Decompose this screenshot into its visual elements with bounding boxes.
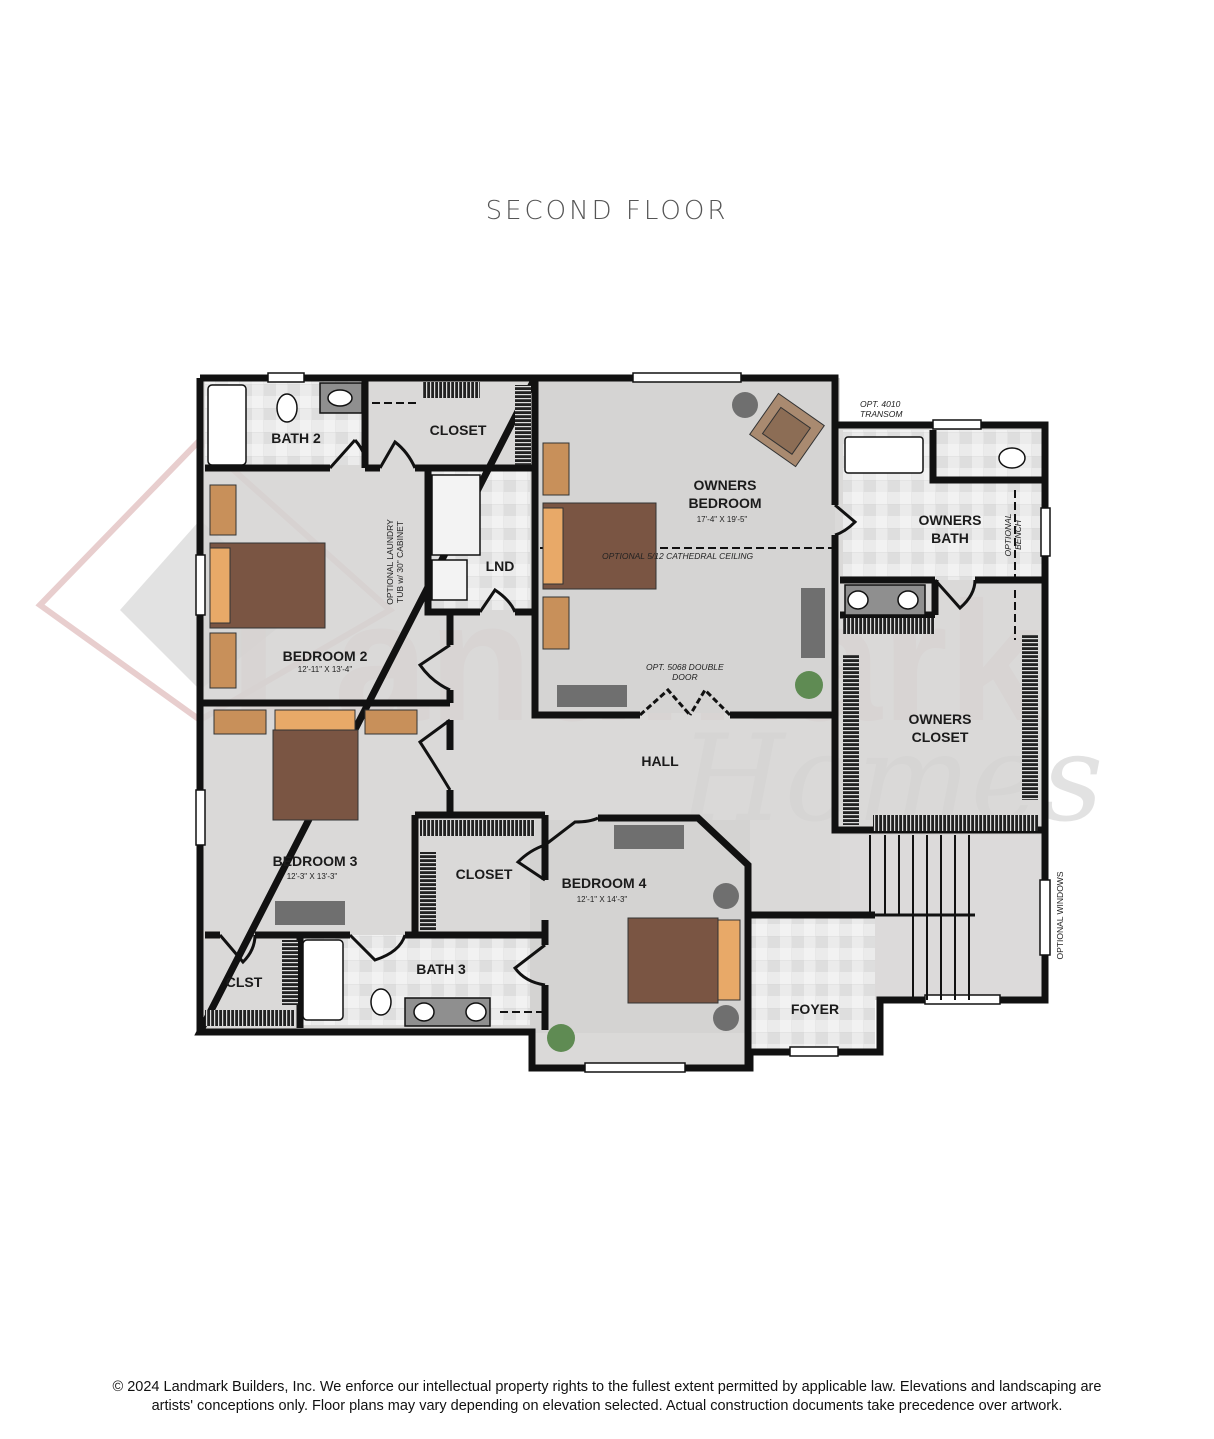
page-title: SECOND FLOOR xyxy=(485,196,729,226)
room-label-lnd: LND xyxy=(485,558,515,574)
footer-line-1: © 2024 Landmark Builders, Inc. We enforc… xyxy=(112,1379,1102,1395)
note-cathedral-ceiling: OPTIONAL 5/12 CATHEDRAL CEILING xyxy=(602,551,754,561)
room-label-bedroom3: BEDROOM 3 xyxy=(272,853,358,869)
stairs xyxy=(750,835,975,1000)
room-label-bedroom2: BEDROOM 2 xyxy=(282,648,368,664)
note-optional-bench: OPTIONAL BENCH xyxy=(1003,513,1023,557)
room-label-owners-closet-l2: CLOSET xyxy=(911,729,969,745)
walls xyxy=(194,374,1049,1072)
room-label-bath2: BATH 2 xyxy=(271,430,321,446)
room-label-owners-bath-l2: BATH xyxy=(931,530,969,546)
note-optional-windows: OPTIONAL WINDOWS xyxy=(1055,871,1065,960)
footer-line-2: artists' conceptions only. Floor plans m… xyxy=(151,1398,1063,1414)
room-label-closet-upper: CLOSET xyxy=(429,422,487,438)
dim-bedroom4: 12'-1" X 14'-3" xyxy=(576,895,628,904)
room-label-hall: HALL xyxy=(641,753,679,769)
room-label-owners-bath-l1: OWNERS xyxy=(918,512,982,528)
dim-bedroom2: 12'-11" X 13'-4" xyxy=(297,665,353,674)
room-label-owners-closet-l1: OWNERS xyxy=(908,711,972,727)
windows xyxy=(195,372,1051,1073)
room-label-owners-bedroom-l2: BEDROOM xyxy=(688,495,762,511)
room-label-closet-lower: CLOSET xyxy=(455,866,513,882)
closet-shelving xyxy=(205,382,1038,1026)
room-label-bath3: BATH 3 xyxy=(416,961,466,977)
copyright-footer: © 2024 Landmark Builders, Inc. We enforc… xyxy=(0,1378,1214,1416)
dim-owners-bedroom: 17'-4" X 19'-5" xyxy=(696,515,748,524)
note-optional-laundry: OPTIONAL LAUNDRY TUB w/ 30" CABINET xyxy=(385,519,405,605)
dim-bedroom3: 12'-3" X 13'-3" xyxy=(286,872,338,881)
room-label-foyer: FOYER xyxy=(790,1001,840,1017)
doors xyxy=(218,439,977,987)
room-label-bedroom4: BEDROOM 4 xyxy=(561,875,647,891)
room-label-clst: CLST xyxy=(225,974,263,990)
note-double-door: OPT. 5068 DOUBLE DOOR xyxy=(646,662,724,682)
room-label-owners-bedroom-l1: OWNERS xyxy=(693,477,757,493)
furniture xyxy=(209,392,825,1052)
note-transom: OPT. 4010 TRANSOM xyxy=(860,399,903,419)
fixtures xyxy=(207,382,1026,1027)
